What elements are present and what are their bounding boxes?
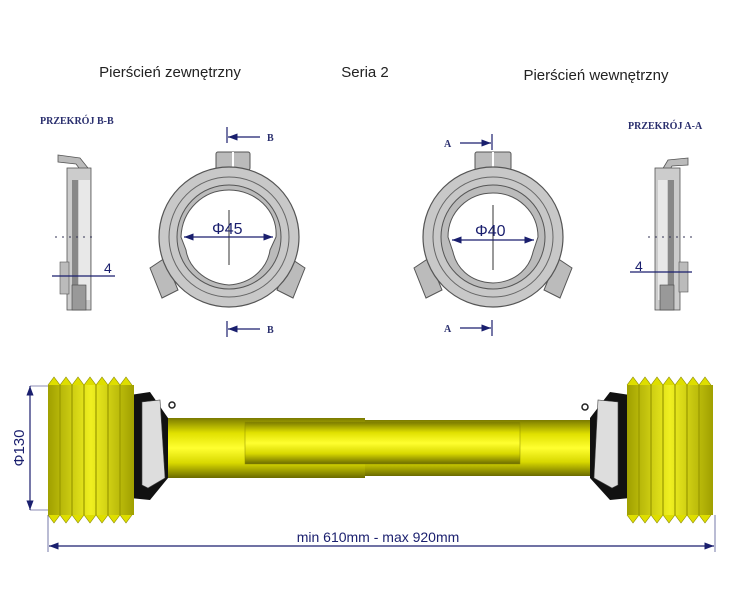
left-guard-bellows	[47, 376, 134, 524]
section-b-label: PRZEKRÓJ B-B	[40, 115, 114, 127]
section-b-mark-top: B	[267, 133, 274, 144]
shaft-drawing	[47, 376, 713, 524]
length-dimension: min 610mm - max 920mm	[297, 529, 460, 545]
section-b-drawing: 4	[52, 154, 115, 311]
section-a-drawing: 4	[630, 157, 692, 311]
section-a-mark-bottom: A	[444, 324, 452, 335]
inner-ring-drawing: Φ40 A A	[413, 134, 573, 336]
section-b-width: 4	[104, 260, 112, 276]
inner-ring-title: Pierścień wewnętrzny	[523, 67, 669, 84]
outer-ring-title: Pierścień zewnętrzny	[99, 64, 241, 81]
outer-ring-diameter: Φ45	[212, 221, 243, 238]
right-guard-bellows	[626, 376, 713, 524]
section-b-mark-bottom: B	[267, 325, 274, 336]
outer-ring-drawing: Φ45 B B	[149, 127, 306, 337]
series-title: Seria 2	[341, 64, 389, 81]
section-a-label: PRZEKRÓJ A-A	[628, 120, 703, 132]
inner-ring-diameter: Φ40	[475, 223, 506, 240]
guard-diameter: Φ130	[11, 430, 28, 467]
section-a-mark-top: A	[444, 139, 452, 150]
section-a-width: 4	[635, 258, 643, 274]
